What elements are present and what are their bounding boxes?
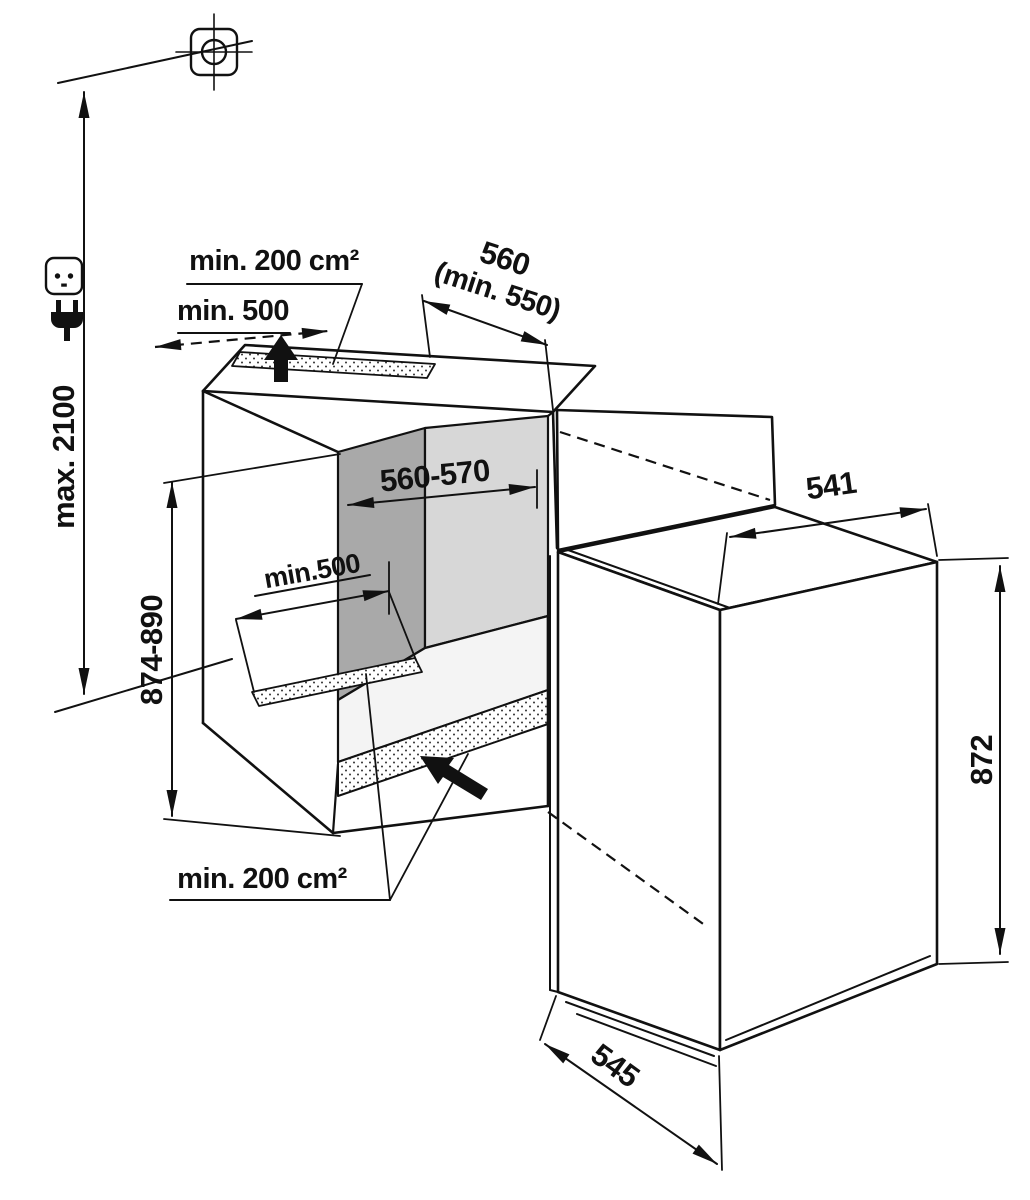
inflow-arrow-icon [420,756,488,800]
floor-vent-strip [251,657,423,707]
niche-back-wall [423,414,550,650]
bottom-vent-area-label: min. 200 cm² [177,863,348,895]
power-socket-icon [44,256,84,296]
max-height-label: max. 2100 [46,385,81,529]
power-plug-icon [51,300,83,341]
up-arrow-icon [264,335,298,382]
max-height-dimension: max. 2100 [46,40,253,713]
top-vent-area-label: min. 200 cm² [189,245,360,277]
niche-drawing [201,335,597,835]
appliance-depth-label: 545 [585,1037,646,1095]
side-panel [555,408,777,552]
appliance-width-label: 541 [804,465,859,507]
top-vent-width-label: min. 500 [177,295,289,327]
niche-dimensions: min. 200 cm² min. 500 560 (min. 550) 560… [134,234,564,901]
drill-crosshair-icon [175,13,253,91]
appliance-right-face [718,560,939,1052]
appliance-drawing [547,408,939,1067]
appliance-height-label: 872 [964,735,999,785]
appliance-door-face [556,550,722,1052]
niche-height-label: 874-890 [134,595,169,705]
